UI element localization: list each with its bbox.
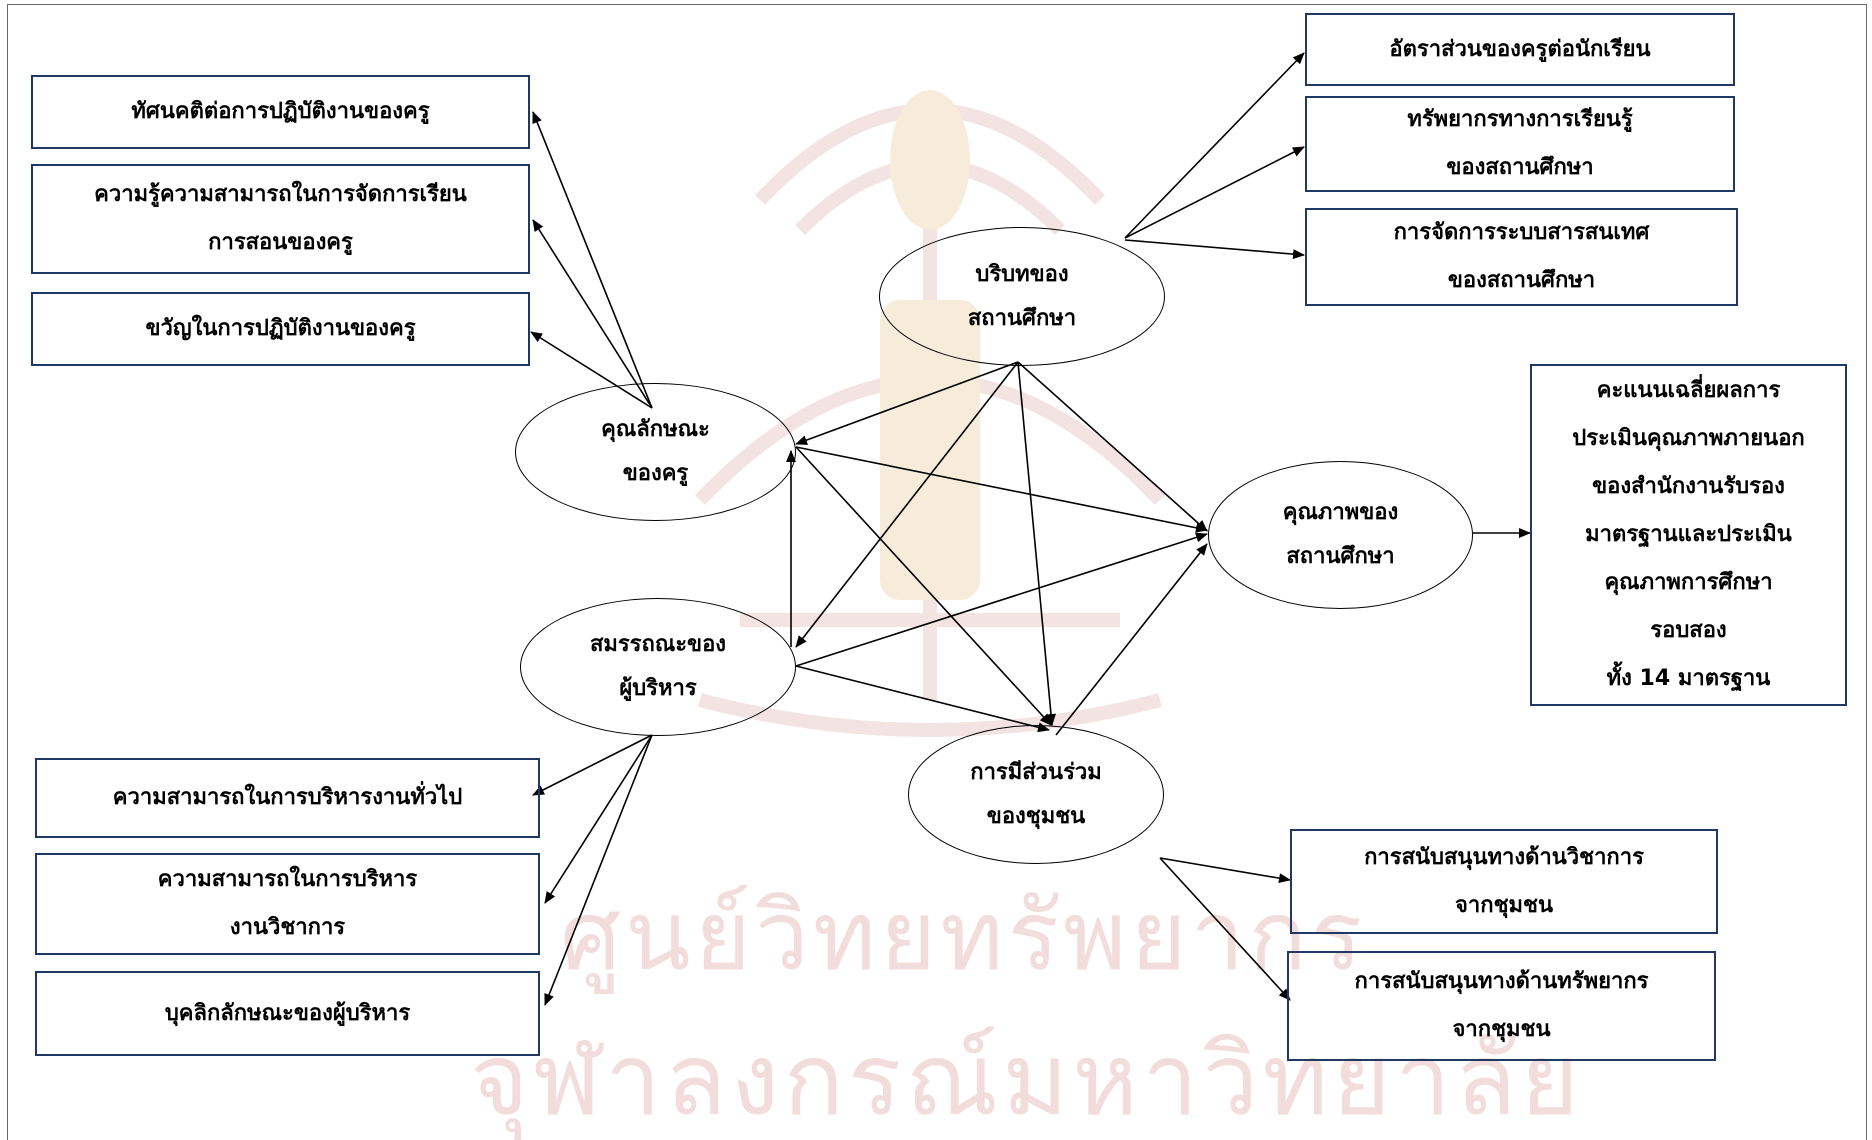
edge-context-teacher xyxy=(795,361,1019,445)
edge-community-m1 xyxy=(1159,857,1291,884)
box-community-academic-support: การสนับสนุนทางด้านวิชาการ จากชุมชน xyxy=(1290,829,1718,934)
box-community-resource-support: การสนับสนุนทางด้านทรัพยากร จากชุมชน xyxy=(1287,951,1716,1061)
edge-admin-a2 xyxy=(544,734,653,904)
watermark-line-2: จุฬาลงกรณ์มหาวิทยาลัย xyxy=(470,1021,1583,1138)
box-teacher-teaching-ability: ความรู้ความสามารถในการจัดการเรียน การสอน… xyxy=(31,164,530,274)
ellipse-school-quality-label: คุณภาพของ สถานศึกษา xyxy=(1282,500,1399,569)
edge-community-m2 xyxy=(1159,857,1291,1001)
ellipse-school-context-label: บริบทของ สถานศึกษา xyxy=(967,261,1077,331)
watermark-line-1: ศูนย์วิทยทรัพยากร xyxy=(560,880,1367,992)
ellipse-admin-competency-label: สมรรถณะของ ผู้บริหาร xyxy=(589,632,727,701)
ellipse-community-participation: การมีส่วนร่วม ของชุมชน xyxy=(908,725,1164,864)
edge-context-admin xyxy=(795,361,1019,648)
edge-teacher-quality xyxy=(795,446,1208,533)
edge-context-c2 xyxy=(1124,146,1305,239)
diagram-frame xyxy=(7,4,1867,1140)
box-teacher-student-ratio: อัตราส่วนของครูต่อนักเรียน xyxy=(1305,13,1735,86)
edge-admin-quality xyxy=(795,532,1208,667)
ellipse-school-context: บริบทของ สถานศึกษา xyxy=(879,227,1165,366)
edge-admin-a3 xyxy=(544,734,653,1006)
ellipse-school-quality: คุณภาพของ สถานศึกษา xyxy=(1208,461,1473,609)
box-teacher-attitude: ทัศนคติต่อการปฏิบัติงานของครู xyxy=(31,75,530,149)
ellipse-community-participation-label: การมีส่วนร่วม ของชุมชน xyxy=(970,759,1102,829)
edge-context-quality xyxy=(1017,361,1208,532)
edge-teacher-t2 xyxy=(532,219,653,409)
box-administrator-personality: บุคลิกลักษณะของผู้บริหาร xyxy=(35,971,540,1056)
ellipse-teacher-characteristics: คุณลักษณะ ของครู xyxy=(515,383,796,521)
edge-teacher-t1 xyxy=(532,111,653,409)
edge-context-c1 xyxy=(1124,52,1305,239)
edge-context-c3 xyxy=(1124,239,1305,260)
ellipse-admin-competency: สมรรถณะของ ผู้บริหาร xyxy=(520,598,796,736)
edge-admin-a1 xyxy=(532,734,653,796)
edge-admin-community xyxy=(795,665,1050,733)
edge-context-community xyxy=(1017,361,1056,726)
edge-community-quality xyxy=(1055,543,1208,736)
ellipse-teacher-characteristics-label: คุณลักษณะ ของครู xyxy=(601,417,710,486)
box-general-administration: ความสามารถในการบริหารงานทั่วไป xyxy=(35,758,540,838)
edge-teacher-community xyxy=(795,446,1052,726)
box-information-system: การจัดการระบบสารสนเทศ ของสถานศึกษา xyxy=(1305,208,1738,306)
box-teacher-morale: ขวัญในการปฏิบัติงานของครู xyxy=(31,292,530,366)
box-academic-administration: ความสามารถในการบริหาร งานวิชาการ xyxy=(35,853,540,955)
box-external-assessment-score: คะแนนเฉลี่ยผลการ ประเมินคุณภาพภายนอก ของ… xyxy=(1530,364,1847,706)
box-learning-resources: ทรัพยากรทางการเรียนรู้ ของสถานศึกษา xyxy=(1305,96,1735,192)
